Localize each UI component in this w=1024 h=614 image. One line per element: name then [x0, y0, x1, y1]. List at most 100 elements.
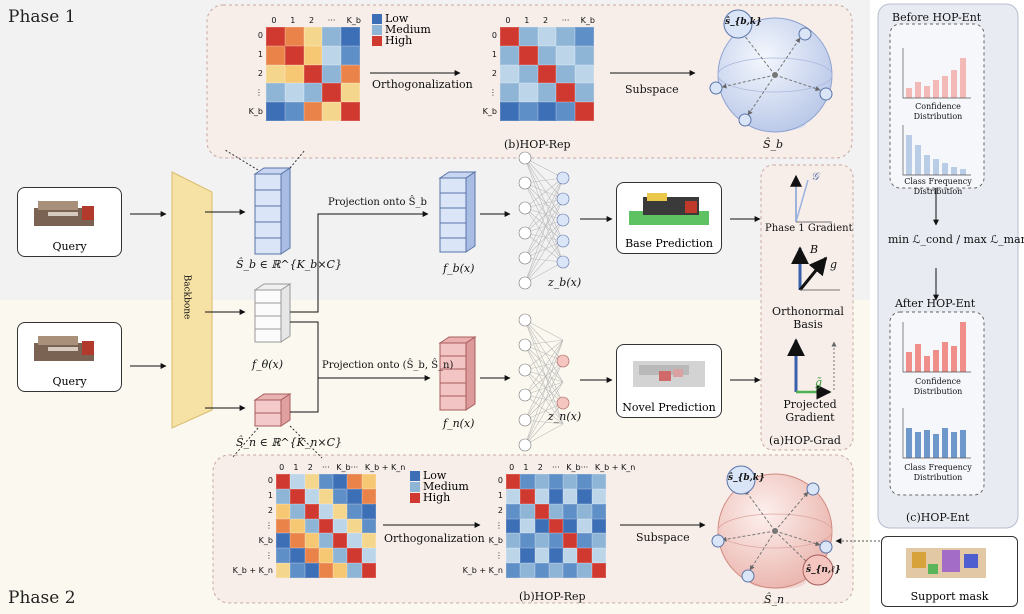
matrix-cell [304, 503, 319, 519]
histogram-bar [933, 80, 939, 98]
matrix-cell [318, 563, 334, 578]
matrix-cell [537, 102, 557, 121]
histogram-bar [933, 350, 939, 372]
matrix-cell [361, 563, 376, 578]
zb-label: z_b(x) [548, 276, 582, 289]
orthogonalization-label-top: Orthogonalization [372, 78, 473, 91]
matrix-cell [548, 563, 564, 578]
matrix-cell [537, 45, 557, 65]
matrix-cell [537, 64, 557, 84]
legend-top: Low Medium High [372, 13, 431, 46]
matrix-cell [577, 518, 592, 534]
matrix-cell [500, 64, 519, 84]
matrix-cell [347, 548, 362, 564]
matrix-cell [534, 548, 549, 564]
matrix-col-tick: 0 [271, 16, 277, 25]
matrix-row-tick: K_b + K_n [462, 565, 503, 575]
matrix-cell [347, 488, 362, 504]
matrix-cell [361, 503, 376, 519]
zn-label: z_n(x) [548, 410, 582, 423]
matrix-cell [318, 548, 334, 564]
f-theta-label: f_θ(x) [252, 358, 283, 371]
projected-gradient-icon [787, 338, 837, 400]
backbone-block [171, 171, 213, 429]
matrix-col-tick: K_b [580, 16, 595, 25]
matrix-cell [548, 488, 564, 504]
orthonormal-basis-icon [791, 246, 840, 291]
matrix-cell [333, 503, 348, 519]
matrix-cell [577, 474, 592, 489]
matrix-cell [506, 488, 521, 504]
projected-gradient-label: Projected Gradient [783, 398, 837, 424]
matrix-cell [563, 488, 578, 504]
subspace-sn-label: Ŝ_n [764, 593, 785, 606]
matrix-cell [318, 488, 334, 504]
matrix-row-tick: ⋮ [265, 550, 273, 560]
fn-stack [438, 336, 477, 411]
matrix-cell [548, 533, 564, 549]
output-neuron [556, 234, 570, 248]
matrix-cell [518, 102, 538, 121]
histogram-bar [915, 344, 921, 372]
matrix-cell [534, 518, 549, 534]
basis-vector-sbk-top: ŝ_{b,k} [725, 17, 762, 27]
matrix-col-tick: 0 [509, 463, 515, 472]
matrix-col-tick: K_b [566, 463, 581, 472]
subspace-sphere-base [709, 9, 833, 133]
matrix-row-tick: K_b [482, 106, 497, 116]
matrix-cell [303, 45, 323, 65]
matrix-cell [290, 503, 305, 519]
matrix-cell [303, 83, 323, 103]
phase1-gradient-icon [790, 174, 832, 223]
matrix-cell [563, 533, 578, 549]
input-neuron [518, 313, 532, 327]
matrix-cell [361, 533, 376, 549]
output-neuron [556, 171, 570, 185]
input-neuron [518, 226, 532, 240]
matrix-cell [290, 474, 305, 489]
input-neuron [518, 151, 532, 165]
matrix-cell [520, 533, 535, 549]
input-neuron [518, 413, 532, 427]
histogram-bar [924, 155, 930, 175]
histogram-bar [960, 322, 966, 372]
matrix-cell [575, 64, 594, 84]
output-neuron [556, 354, 570, 368]
matrix-row-tick: K_b [488, 535, 503, 545]
matrix-cell [534, 474, 549, 489]
matrix-cell [563, 548, 578, 564]
matrix-cell [347, 474, 362, 489]
matrix-row-tick: 0 [257, 31, 263, 41]
matrix-col-tick: ··· [350, 463, 359, 472]
matrix-row-tick: ⋮ [265, 521, 273, 530]
sn-feature-label: Ŝ_n ∈ ℝ^{K_n×C} [236, 436, 343, 449]
backbone-label: Backbone [181, 274, 192, 320]
matrix-cell [303, 102, 323, 121]
matrix-cell [266, 102, 285, 121]
legend-swatch-medium [372, 24, 382, 35]
matrix-row-tick: ⋮ [489, 87, 497, 97]
matrix-cell [500, 102, 519, 121]
matrix-cell [318, 503, 334, 519]
matrix-cell [520, 503, 535, 519]
base-prediction-image [629, 189, 709, 233]
matrix-cell [500, 83, 519, 103]
legend-low: Low [423, 469, 447, 482]
matrix-cell [333, 474, 348, 489]
histogram-bar [951, 70, 957, 98]
histogram-bar [942, 342, 948, 372]
support-mask-box: Support mask [881, 536, 1018, 607]
matrix-cell [548, 518, 564, 534]
matrix-cell [591, 488, 606, 504]
matrix-cell [290, 548, 305, 564]
histogram-bar [906, 352, 912, 372]
matrix-row-tick: 1 [257, 50, 263, 60]
sb-feature-stack [253, 167, 292, 255]
matrix-cell [304, 488, 319, 504]
matrix-cell [318, 474, 334, 489]
support-mask-label: Support mask [910, 590, 989, 603]
histogram-bar [933, 159, 939, 175]
matrix-cell [577, 488, 592, 504]
matrix-cell [575, 102, 594, 121]
matrix-cell [506, 518, 521, 534]
